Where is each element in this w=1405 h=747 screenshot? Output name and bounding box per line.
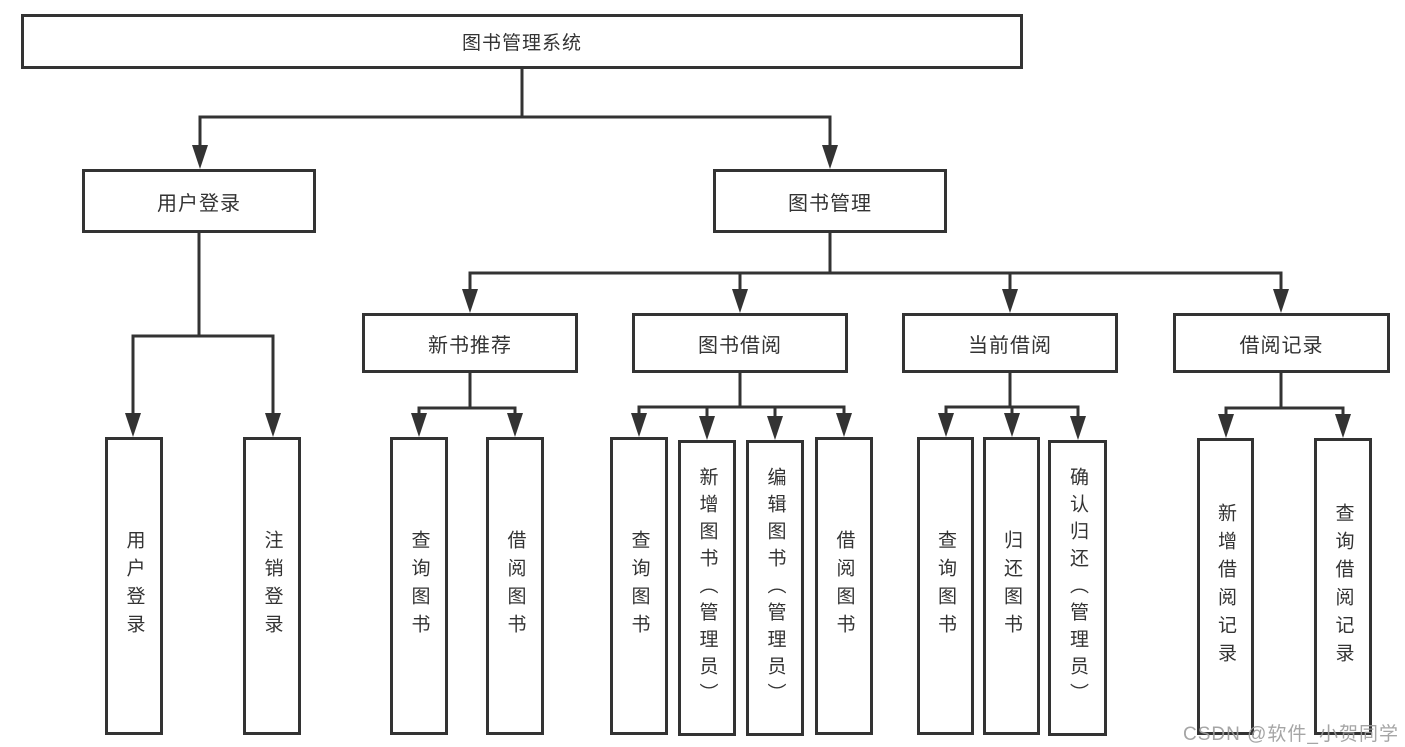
leaf-query-books-current: 查询图书: [917, 437, 974, 735]
leaf-query-books-recommend: 查询图书: [390, 437, 448, 735]
leaf-add-borrow-record: 新增借阅记录: [1197, 438, 1254, 735]
leaf-logout: 注销登录: [243, 437, 301, 735]
node-root: 图书管理系统: [21, 14, 1023, 69]
node-book-management: 图书管理: [713, 169, 947, 233]
watermark: CSDN @软件_小贺同学: [1183, 724, 1399, 745]
node-current-borrowing: 当前借阅: [902, 313, 1118, 373]
leaf-confirm-return-admin: 确认归还（管理员）: [1048, 440, 1107, 736]
node-book-borrowing: 图书借阅: [632, 313, 848, 373]
leaf-query-books-borrow: 查询图书: [610, 437, 668, 735]
node-new-book-recommend: 新书推荐: [362, 313, 578, 373]
leaf-edit-book-admin: 编辑图书（管理员）: [746, 440, 804, 736]
leaf-borrow-books: 借阅图书: [815, 437, 873, 735]
leaf-add-book-admin: 新增图书（管理员）: [678, 440, 736, 736]
leaf-borrow-books-recommend: 借阅图书: [486, 437, 544, 735]
node-user-login: 用户登录: [82, 169, 316, 233]
leaf-user-login: 用户登录: [105, 437, 163, 735]
leaf-query-borrow-record: 查询借阅记录: [1314, 438, 1372, 735]
leaf-return-books: 归还图书: [983, 437, 1040, 735]
node-borrow-records: 借阅记录: [1173, 313, 1390, 373]
